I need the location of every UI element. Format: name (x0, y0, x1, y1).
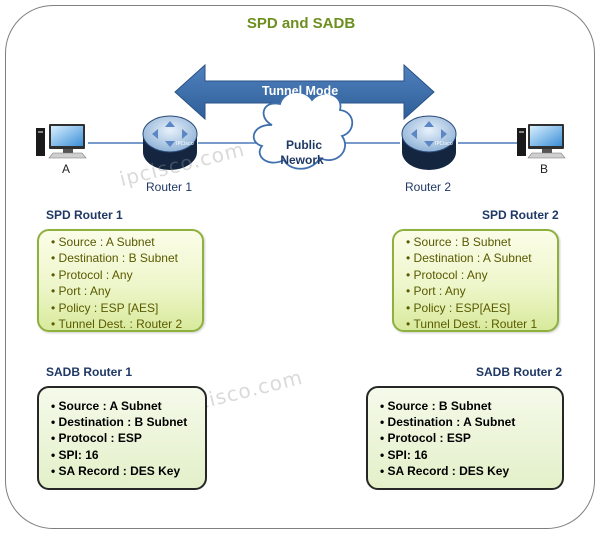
host-b-label: B (540, 162, 549, 176)
sadb2-item: SPI: 16 (380, 447, 562, 463)
router2-label: Router 2 (405, 180, 452, 194)
spd1-item: Protocol : Any (51, 267, 202, 283)
tunnel-mode-label: Tunnel Mode (262, 84, 339, 98)
spd-router2-title: SPD Router 2 (482, 208, 559, 222)
spd-router1-title: SPD Router 1 (46, 208, 123, 222)
spd2-item: Protocol : Any (406, 267, 557, 283)
host-a-label: A (62, 162, 71, 176)
spd1-item: Source : A Subnet (51, 234, 202, 250)
tunnel-arrow (174, 63, 435, 121)
computer-b-icon (517, 124, 566, 159)
sadb-router2-box: Source : B Subnet Destination : A Subnet… (366, 386, 564, 490)
spd1-item: Tunnel Dest. : Router 2 (51, 316, 202, 332)
spd1-item: Policy : ESP [AES] (51, 300, 202, 316)
router1-icon (142, 115, 198, 170)
cloud-label-line1: Public (285, 138, 322, 152)
router2-badge: IPCisco (435, 141, 453, 147)
spd1-item: Destination : B Subnet (51, 250, 202, 266)
spd-router2-box: Source : B Subnet Destination : A Subnet… (392, 229, 559, 332)
sadb1-item: SA Record : DES Key (51, 463, 205, 479)
router1-badge: IPCisco (176, 141, 194, 147)
cloud-icon (252, 91, 354, 170)
router2-icon (401, 115, 457, 170)
sadb-router1-box: Source : A Subnet Destination : B Subnet… (37, 386, 207, 490)
sadb2-item: Source : B Subnet (380, 398, 562, 414)
diagram-title: SPD and SADB (246, 15, 356, 32)
sadb1-item: SPI: 16 (51, 447, 205, 463)
spd2-item: Destination : A Subnet (406, 250, 557, 266)
spd2-item: Tunnel Dest. : Router 1 (406, 316, 557, 332)
sadb2-item: SA Record : DES Key (380, 463, 562, 479)
spd-router1-box: Source : A Subnet Destination : B Subnet… (37, 229, 204, 332)
sadb2-item: Protocol : ESP (380, 430, 562, 446)
spd2-item: Source : B Subnet (406, 234, 557, 250)
computer-a-icon (36, 124, 87, 159)
spd2-item: Policy : ESP[AES] (406, 300, 557, 316)
spd2-item: Port : Any (406, 283, 557, 299)
sadb-router1-title: SADB Router 1 (46, 365, 133, 379)
sadb-router2-title: SADB Router 2 (476, 365, 563, 379)
sadb1-item: Destination : B Subnet (51, 414, 205, 430)
sadb1-item: Source : A Subnet (51, 398, 205, 414)
cloud-label-line2: Nework (280, 153, 324, 167)
sadb2-item: Destination : A Subnet (380, 414, 562, 430)
spd1-item: Port : Any (51, 283, 202, 299)
router1-label: Router 1 (146, 180, 193, 194)
sadb1-item: Protocol : ESP (51, 430, 205, 446)
